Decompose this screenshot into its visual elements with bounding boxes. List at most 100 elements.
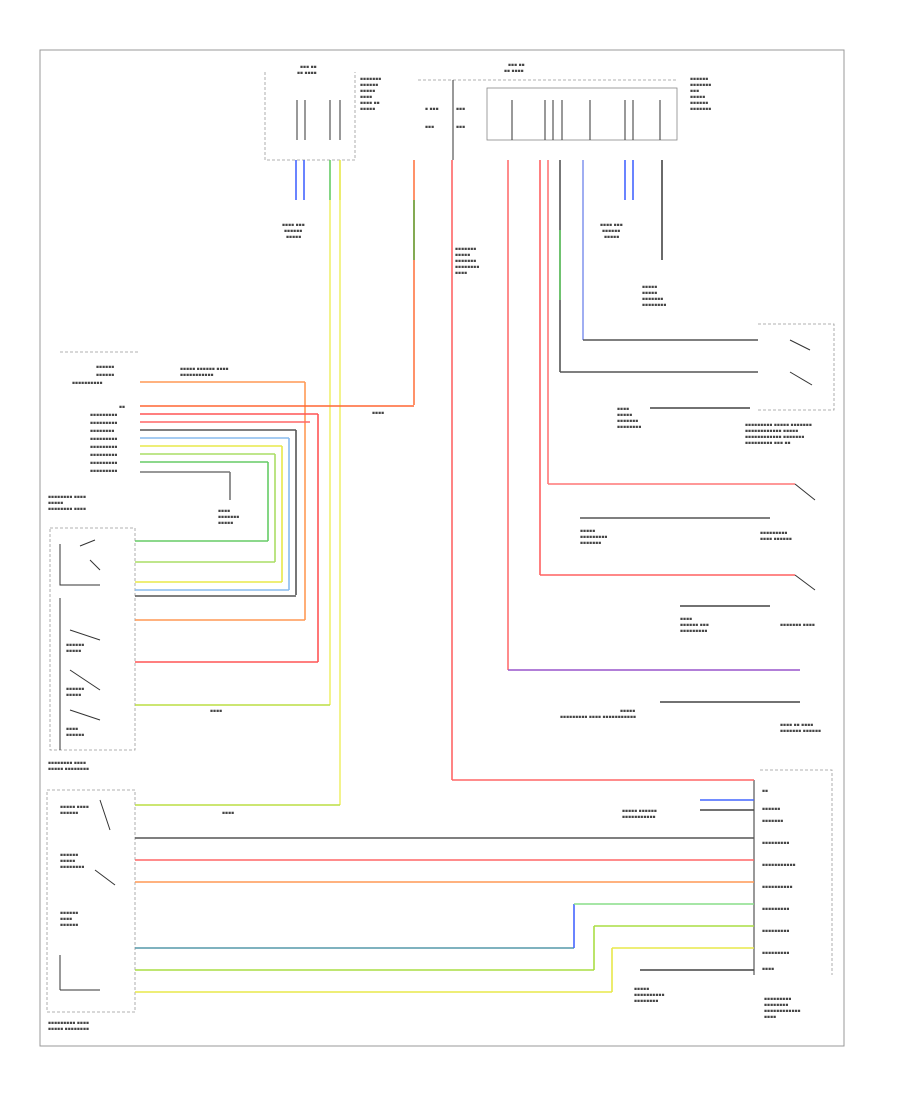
svg-text:▪▪▪▪▪▪▪▪▪: ▪▪▪▪▪▪▪▪▪: [90, 469, 117, 474]
svg-text:▪▪▪▪▪▪▪▪▪: ▪▪▪▪▪▪▪▪▪: [90, 421, 117, 426]
svg-text:▪▪▪▪▪▪▪▪▪: ▪▪▪▪▪▪▪▪▪: [90, 461, 117, 466]
svg-text:▪▪▪▪ ▪▪▪: ▪▪▪▪ ▪▪▪: [600, 223, 623, 228]
svg-text:▪▪▪▪▪▪▪▪▪▪: ▪▪▪▪▪▪▪▪▪▪: [634, 993, 665, 998]
svg-text:▪▪▪▪: ▪▪▪▪: [360, 95, 372, 100]
svg-text:▪▪▪▪▪▪▪▪▪: ▪▪▪▪▪▪▪▪▪: [764, 997, 791, 1002]
svg-text:▪▪▪▪▪▪▪: ▪▪▪▪▪▪▪: [617, 419, 638, 424]
svg-text:▪▪▪▪▪▪▪▪▪ ▪▪▪▪▪ ▪▪▪▪▪▪▪: ▪▪▪▪▪▪▪▪▪ ▪▪▪▪▪ ▪▪▪▪▪▪▪: [745, 423, 812, 428]
svg-text:▪▪▪▪▪▪▪▪▪▪▪: ▪▪▪▪▪▪▪▪▪▪▪: [762, 863, 796, 868]
svg-text:▪▪▪▪▪▪: ▪▪▪▪▪▪: [690, 101, 708, 106]
svg-text:▪▪▪: ▪▪▪: [456, 107, 465, 112]
svg-text:▪▪▪▪▪▪▪ ▪▪▪▪▪▪: ▪▪▪▪▪▪▪ ▪▪▪▪▪▪: [780, 729, 821, 734]
svg-text:▪▪▪▪▪ ▪▪▪▪▪▪▪▪: ▪▪▪▪▪ ▪▪▪▪▪▪▪▪: [48, 1027, 89, 1032]
svg-text:▪ ▪▪▪: ▪ ▪▪▪: [425, 107, 439, 112]
svg-text:▪▪▪▪: ▪▪▪▪: [66, 727, 78, 732]
svg-text:▪▪▪▪▪▪: ▪▪▪▪▪▪: [602, 229, 620, 234]
svg-text:▪▪▪▪▪▪▪▪ ▪▪▪▪: ▪▪▪▪▪▪▪▪ ▪▪▪▪: [48, 761, 86, 766]
svg-text:▪▪▪▪▪▪▪▪: ▪▪▪▪▪▪▪▪: [90, 429, 114, 434]
svg-text:▪▪▪▪▪: ▪▪▪▪▪: [286, 235, 301, 240]
svg-text:▪▪▪▪: ▪▪▪▪: [764, 1015, 776, 1020]
svg-text:▪▪▪▪ ▪▪: ▪▪▪▪ ▪▪: [360, 101, 380, 106]
svg-text:▪▪▪: ▪▪▪: [690, 89, 699, 94]
svg-text:▪▪▪▪: ▪▪▪▪: [617, 407, 629, 412]
svg-text:▪▪▪▪▪▪▪▪ ▪▪▪▪: ▪▪▪▪▪▪▪▪ ▪▪▪▪: [48, 507, 86, 512]
svg-text:▪▪▪▪▪▪▪▪▪: ▪▪▪▪▪▪▪▪▪: [90, 437, 117, 442]
svg-text:▪▪▪▪▪: ▪▪▪▪▪: [360, 107, 375, 112]
fuse-box-center: ▪▪▪ ▪▪ ▪▪ ▪▪▪▪ ▪ ▪▪▪ ▪▪▪ ▪▪▪ ▪▪▪ ▪▪▪▪▪▪ …: [418, 63, 711, 160]
svg-text:▪▪▪▪▪▪▪▪: ▪▪▪▪▪▪▪▪: [642, 303, 666, 308]
svg-text:▪▪▪▪▪: ▪▪▪▪▪: [455, 253, 470, 258]
svg-text:▪▪▪▪▪▪▪▪▪▪▪: ▪▪▪▪▪▪▪▪▪▪▪: [622, 815, 656, 820]
svg-text:▪▪▪ ▪▪: ▪▪▪ ▪▪: [508, 63, 525, 68]
svg-text:▪▪▪▪▪▪▪▪▪▪: ▪▪▪▪▪▪▪▪▪▪: [72, 381, 103, 386]
svg-text:▪▪▪▪▪▪▪: ▪▪▪▪▪▪▪: [690, 107, 711, 112]
svg-text:▪▪▪▪▪: ▪▪▪▪▪: [604, 235, 619, 240]
svg-text:▪▪▪▪▪▪▪▪: ▪▪▪▪▪▪▪▪: [60, 865, 84, 870]
svg-text:▪▪▪▪▪▪: ▪▪▪▪▪▪: [284, 229, 302, 234]
svg-text:▪▪▪▪▪▪▪: ▪▪▪▪▪▪▪: [455, 259, 476, 264]
svg-text:▪▪▪▪▪▪▪▪: ▪▪▪▪▪▪▪▪: [617, 425, 641, 430]
svg-text:▪▪▪▪▪▪: ▪▪▪▪▪▪: [96, 373, 114, 378]
svg-text:▪▪▪▪▪▪▪▪▪ ▪▪▪ ▪▪: ▪▪▪▪▪▪▪▪▪ ▪▪▪ ▪▪: [745, 441, 791, 446]
svg-text:▪▪▪▪▪▪▪: ▪▪▪▪▪▪▪: [762, 819, 783, 824]
svg-text:▪▪▪▪: ▪▪▪▪: [372, 411, 384, 416]
svg-text:▪▪▪▪▪: ▪▪▪▪▪: [642, 291, 657, 296]
svg-text:▪▪▪▪ ▪▪▪▪▪▪: ▪▪▪▪ ▪▪▪▪▪▪: [760, 537, 792, 542]
diagram-frame: [39, 49, 845, 1047]
svg-text:▪▪▪▪▪▪▪▪: ▪▪▪▪▪▪▪▪: [634, 999, 658, 1004]
svg-text:▪▪▪▪▪▪▪▪▪: ▪▪▪▪▪▪▪▪▪: [90, 413, 117, 418]
switch-left-mid: ▪▪▪▪▪▪▪▪ ▪▪▪▪ ▪▪▪▪▪ ▪▪▪▪▪▪▪▪ ▪▪▪▪ ▪▪▪▪▪▪…: [48, 495, 136, 772]
svg-text:▪▪▪ ▪▪: ▪▪▪ ▪▪: [300, 65, 317, 70]
svg-text:▪▪▪▪▪▪▪▪▪: ▪▪▪▪▪▪▪▪▪: [762, 841, 789, 846]
svg-text:▪▪▪▪▪▪▪: ▪▪▪▪▪▪▪: [580, 541, 601, 546]
svg-text:▪▪▪▪▪▪▪▪▪: ▪▪▪▪▪▪▪▪▪: [760, 531, 787, 536]
svg-text:▪▪▪▪▪: ▪▪▪▪▪: [218, 521, 233, 526]
svg-text:▪▪▪▪: ▪▪▪▪: [455, 271, 467, 276]
svg-text:▪▪▪▪▪▪▪▪▪: ▪▪▪▪▪▪▪▪▪: [762, 951, 789, 956]
svg-text:▪▪▪▪▪ ▪▪▪▪▪▪: ▪▪▪▪▪ ▪▪▪▪▪▪: [622, 809, 657, 814]
svg-text:▪▪▪▪▪▪: ▪▪▪▪▪▪: [762, 807, 780, 812]
svg-text:▪▪▪▪▪▪ ▪▪▪: ▪▪▪▪▪▪ ▪▪▪: [680, 623, 709, 628]
svg-text:▪▪▪▪▪▪: ▪▪▪▪▪▪: [60, 811, 78, 816]
svg-text:▪▪▪▪ ▪▪▪: ▪▪▪▪ ▪▪▪: [282, 223, 305, 228]
svg-text:▪▪▪▪▪▪▪▪▪: ▪▪▪▪▪▪▪▪▪: [90, 453, 117, 458]
svg-text:▪▪▪▪▪: ▪▪▪▪▪: [360, 89, 375, 94]
svg-text:▪▪▪▪▪▪▪▪▪▪: ▪▪▪▪▪▪▪▪▪▪: [762, 885, 793, 890]
svg-text:▪▪▪▪▪▪▪ ▪▪▪▪: ▪▪▪▪▪▪▪ ▪▪▪▪: [780, 623, 815, 628]
svg-text:▪▪▪▪▪: ▪▪▪▪▪: [48, 501, 63, 506]
svg-text:▪▪▪▪▪▪: ▪▪▪▪▪▪: [60, 853, 78, 858]
svg-text:▪▪▪: ▪▪▪: [456, 125, 465, 130]
svg-text:▪▪▪▪▪▪▪▪▪ ▪▪▪▪ ▪▪▪▪▪▪▪▪▪▪▪: ▪▪▪▪▪▪▪▪▪ ▪▪▪▪ ▪▪▪▪▪▪▪▪▪▪▪: [560, 715, 636, 720]
svg-text:▪▪▪▪▪: ▪▪▪▪▪: [642, 285, 657, 290]
svg-text:▪▪▪▪ ▪▪ ▪▪▪▪: ▪▪▪▪ ▪▪ ▪▪▪▪: [780, 723, 813, 728]
svg-text:▪▪▪▪▪ ▪▪▪▪▪▪▪▪: ▪▪▪▪▪ ▪▪▪▪▪▪▪▪: [48, 767, 89, 772]
svg-text:▪▪▪▪▪▪: ▪▪▪▪▪▪: [60, 923, 78, 928]
svg-text:▪▪▪▪▪▪▪▪: ▪▪▪▪▪▪▪▪: [455, 265, 479, 270]
svg-text:▪▪▪▪▪▪▪▪▪: ▪▪▪▪▪▪▪▪▪: [90, 445, 117, 450]
svg-text:▪▪▪▪▪▪: ▪▪▪▪▪▪: [66, 733, 84, 738]
svg-text:▪▪▪▪▪▪▪▪▪▪▪▪ ▪▪▪▪▪: ▪▪▪▪▪▪▪▪▪▪▪▪ ▪▪▪▪▪: [745, 429, 798, 434]
fuse-box-left: ▪▪▪ ▪▪ ▪▪ ▪▪▪▪ ▪▪▪▪▪▪▪ ▪▪▪▪▪▪ ▪▪▪▪▪ ▪▪▪▪…: [264, 65, 381, 161]
svg-text:▪▪▪▪▪▪▪▪▪▪▪▪ ▪▪▪▪▪▪▪: ▪▪▪▪▪▪▪▪▪▪▪▪ ▪▪▪▪▪▪▪: [745, 435, 804, 440]
svg-text:▪▪▪▪▪▪▪▪▪ ▪▪▪▪: ▪▪▪▪▪▪▪▪▪ ▪▪▪▪: [48, 1021, 89, 1026]
svg-text:▪▪▪▪: ▪▪▪▪: [680, 617, 692, 622]
svg-text:▪▪ ▪▪▪▪: ▪▪ ▪▪▪▪: [504, 69, 524, 74]
svg-text:▪▪▪▪▪: ▪▪▪▪▪: [60, 859, 75, 864]
svg-text:▪▪▪▪▪: ▪▪▪▪▪: [690, 95, 705, 100]
svg-text:▪▪▪▪▪▪▪▪ ▪▪▪▪: ▪▪▪▪▪▪▪▪ ▪▪▪▪: [48, 495, 86, 500]
svg-text:▪▪▪▪▪▪▪: ▪▪▪▪▪▪▪: [360, 77, 381, 82]
svg-text:▪▪▪▪▪: ▪▪▪▪▪: [617, 413, 632, 418]
svg-text:▪▪▪▪▪▪: ▪▪▪▪▪▪: [690, 77, 708, 82]
svg-text:▪▪▪▪▪ ▪▪▪▪▪▪ ▪▪▪▪: ▪▪▪▪▪ ▪▪▪▪▪▪ ▪▪▪▪: [180, 367, 229, 372]
svg-text:▪▪▪▪▪: ▪▪▪▪▪: [66, 693, 81, 698]
svg-text:▪▪▪▪: ▪▪▪▪: [222, 811, 234, 816]
svg-text:▪▪▪▪▪ ▪▪▪▪: ▪▪▪▪▪ ▪▪▪▪: [60, 805, 89, 810]
svg-text:▪▪▪▪▪▪▪▪: ▪▪▪▪▪▪▪▪: [764, 1003, 788, 1008]
svg-text:▪▪▪▪▪▪: ▪▪▪▪▪▪: [96, 365, 114, 370]
svg-text:▪▪▪▪▪▪▪: ▪▪▪▪▪▪▪: [218, 515, 239, 520]
switch-right-top: ▪▪▪▪▪▪▪▪▪ ▪▪▪▪▪ ▪▪▪▪▪▪▪ ▪▪▪▪▪▪▪▪▪▪▪▪ ▪▪▪…: [745, 323, 835, 446]
svg-text:▪▪▪▪▪▪▪▪▪: ▪▪▪▪▪▪▪▪▪: [580, 535, 607, 540]
svg-text:▪▪▪▪▪▪▪: ▪▪▪▪▪▪▪: [642, 297, 663, 302]
svg-text:▪▪▪▪▪: ▪▪▪▪▪: [634, 987, 649, 992]
